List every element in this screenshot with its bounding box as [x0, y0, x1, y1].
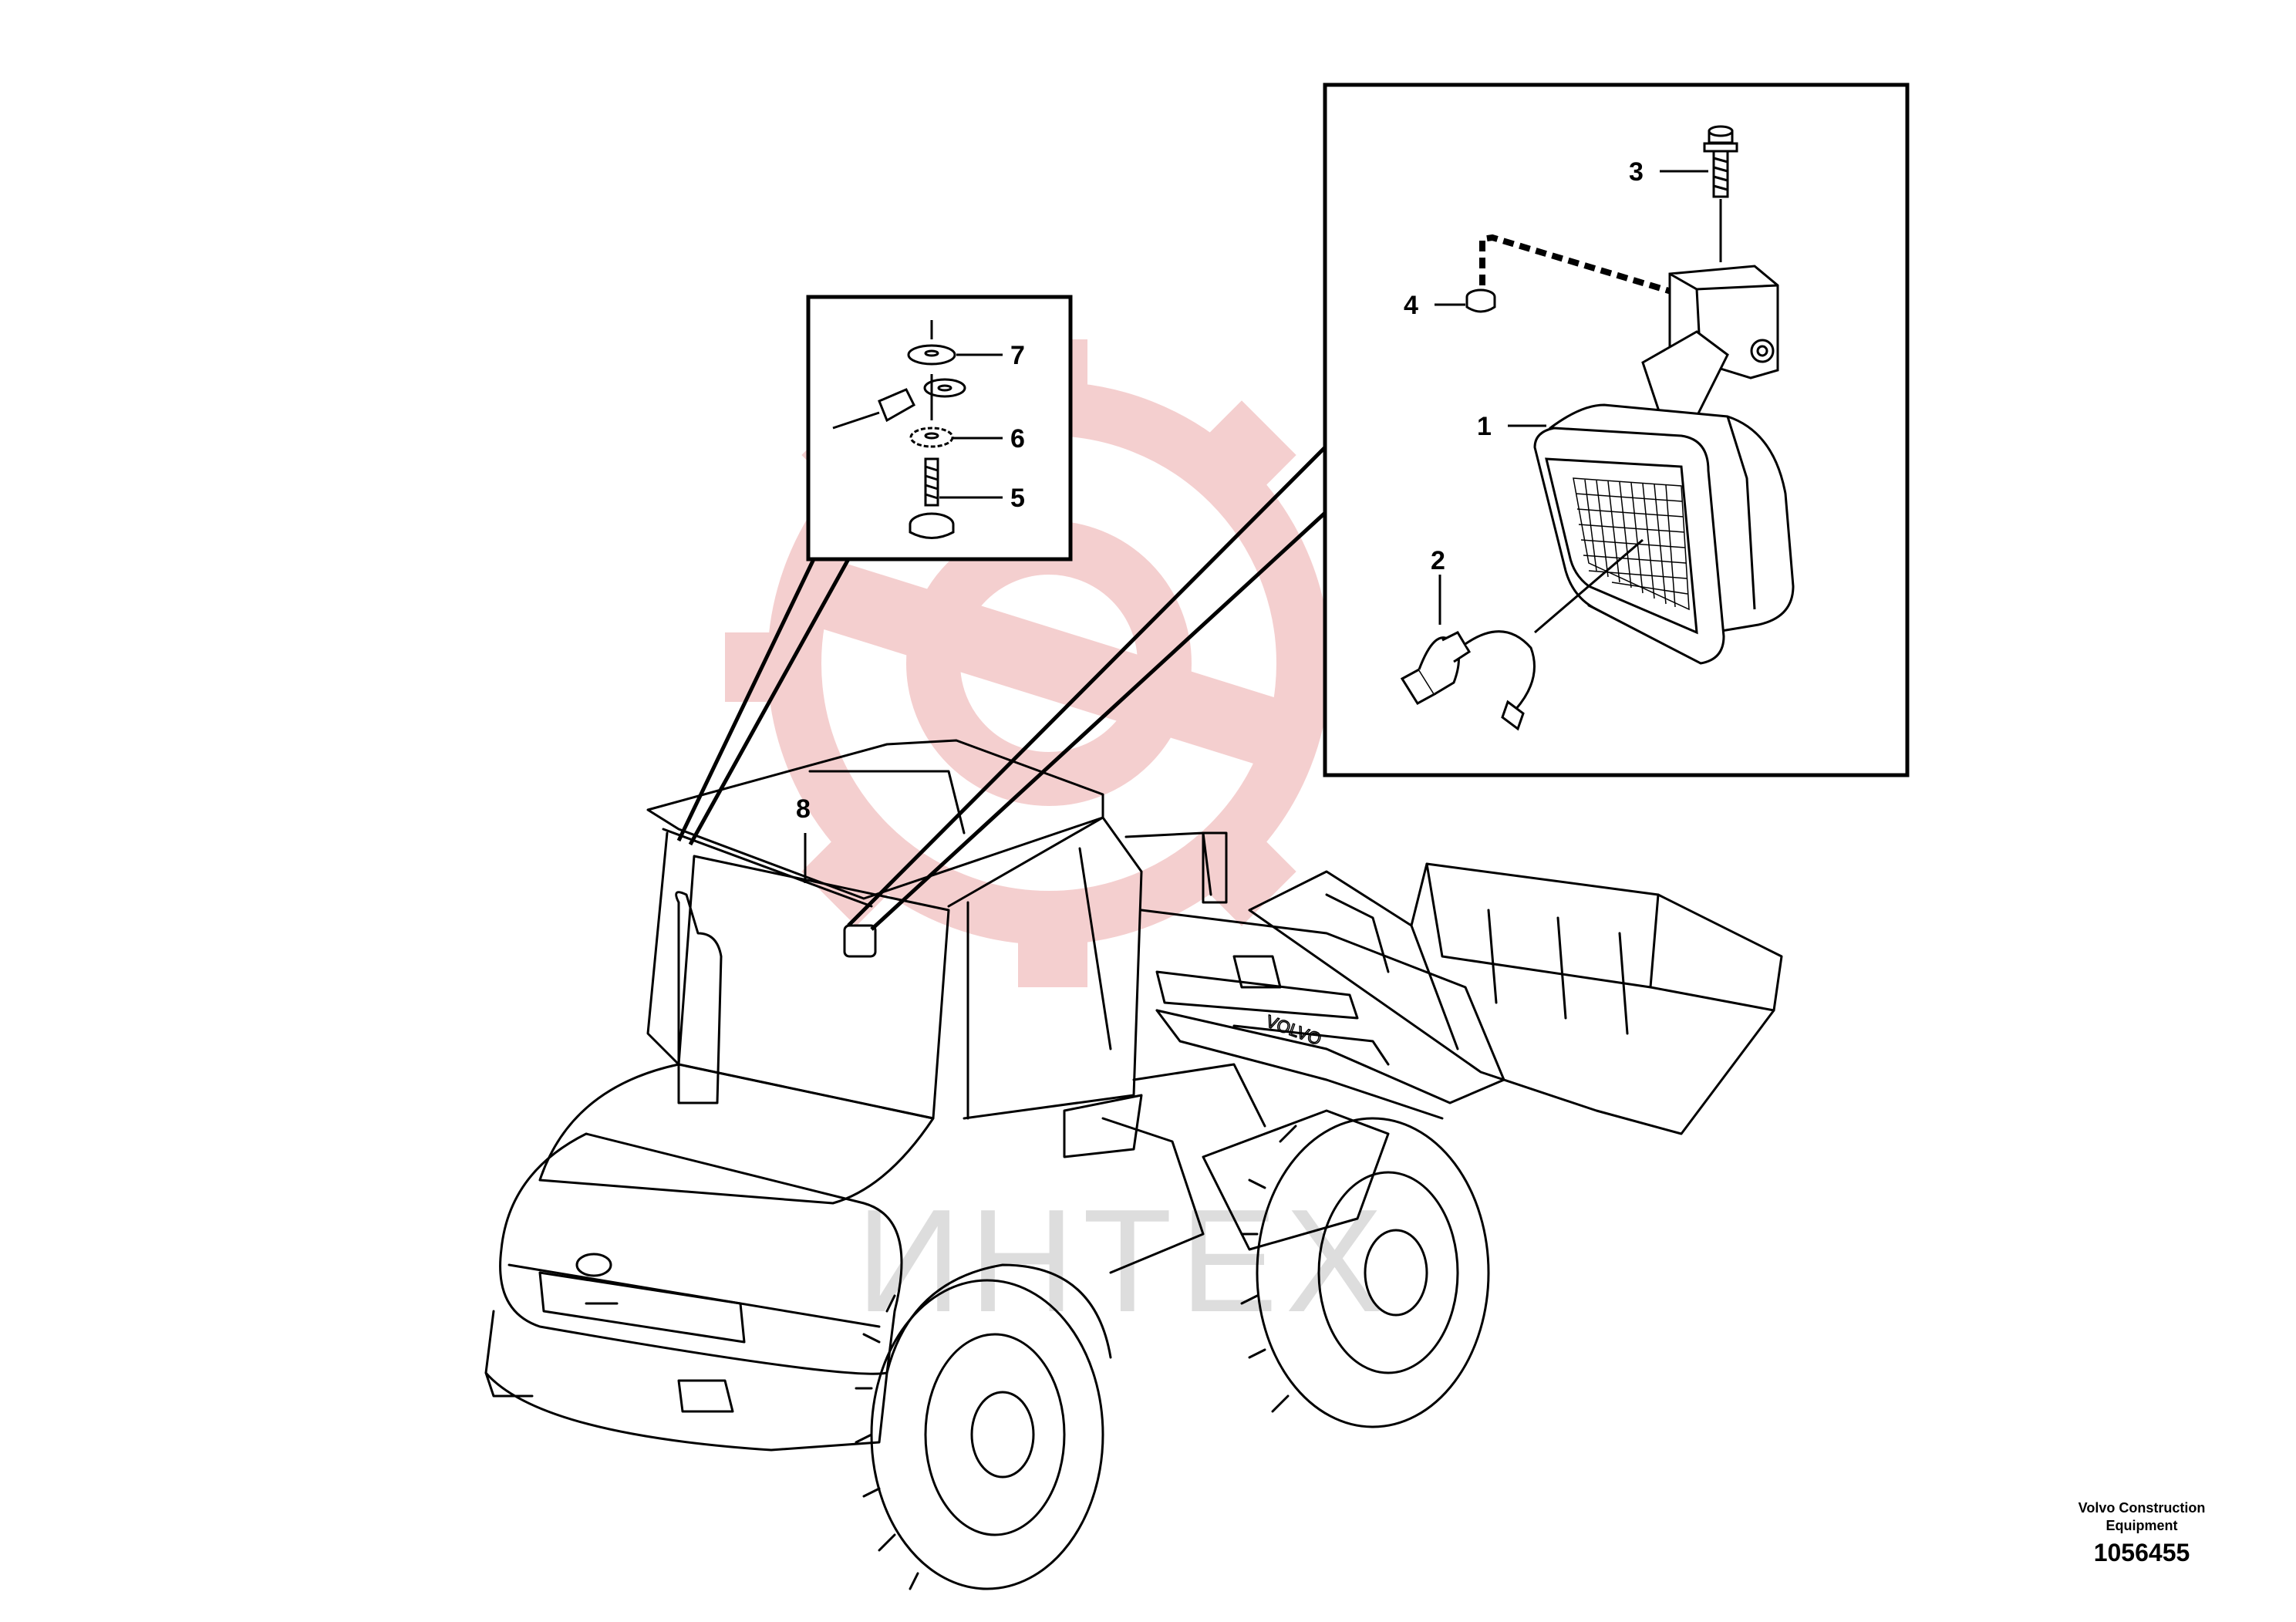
lamp-mounting-bracket	[1641, 265, 1779, 434]
part-1-lamp-housing	[1533, 403, 1795, 665]
callout-8: 8	[796, 794, 811, 883]
detail-box-fasteners: 7 6 5	[676, 295, 1073, 846]
callout-label-3: 3	[1629, 157, 1644, 187]
part-6-lock-washer	[909, 427, 954, 448]
part-2-bulb	[1400, 538, 1644, 731]
part-3-bolt	[1703, 125, 1738, 262]
watermark-text: ИНТЕХ	[856, 1179, 1391, 1343]
part-4-nut	[1465, 288, 1496, 313]
callout-label-6: 6	[1010, 424, 1025, 454]
machine-logo: VOLVO	[1263, 1011, 1323, 1049]
callout-label-1: 1	[1477, 412, 1492, 441]
part-7-washer	[907, 320, 956, 366]
part-5-screw	[909, 374, 955, 539]
callout-label-4: 4	[1404, 291, 1418, 320]
brand-name-line1: Volvo Construction	[2078, 1500, 2206, 1516]
callout-label-5: 5	[1010, 484, 1025, 513]
callout-label-8: 8	[796, 794, 811, 824]
callout-label-2: 2	[1431, 546, 1445, 575]
callout-label-7: 7	[1010, 341, 1025, 370]
cab-work-light	[843, 924, 877, 958]
wheel-loader-drawing: VOLVO	[484, 739, 1783, 1590]
detail-box-work-lamp: 3 4	[847, 83, 1910, 931]
cable-ring-terminal	[832, 378, 966, 430]
lamp-grille	[1573, 477, 1690, 611]
brand-name-line2: Equipment	[2106, 1518, 2178, 1533]
drawing-number: 1056455	[2093, 1539, 2190, 1566]
